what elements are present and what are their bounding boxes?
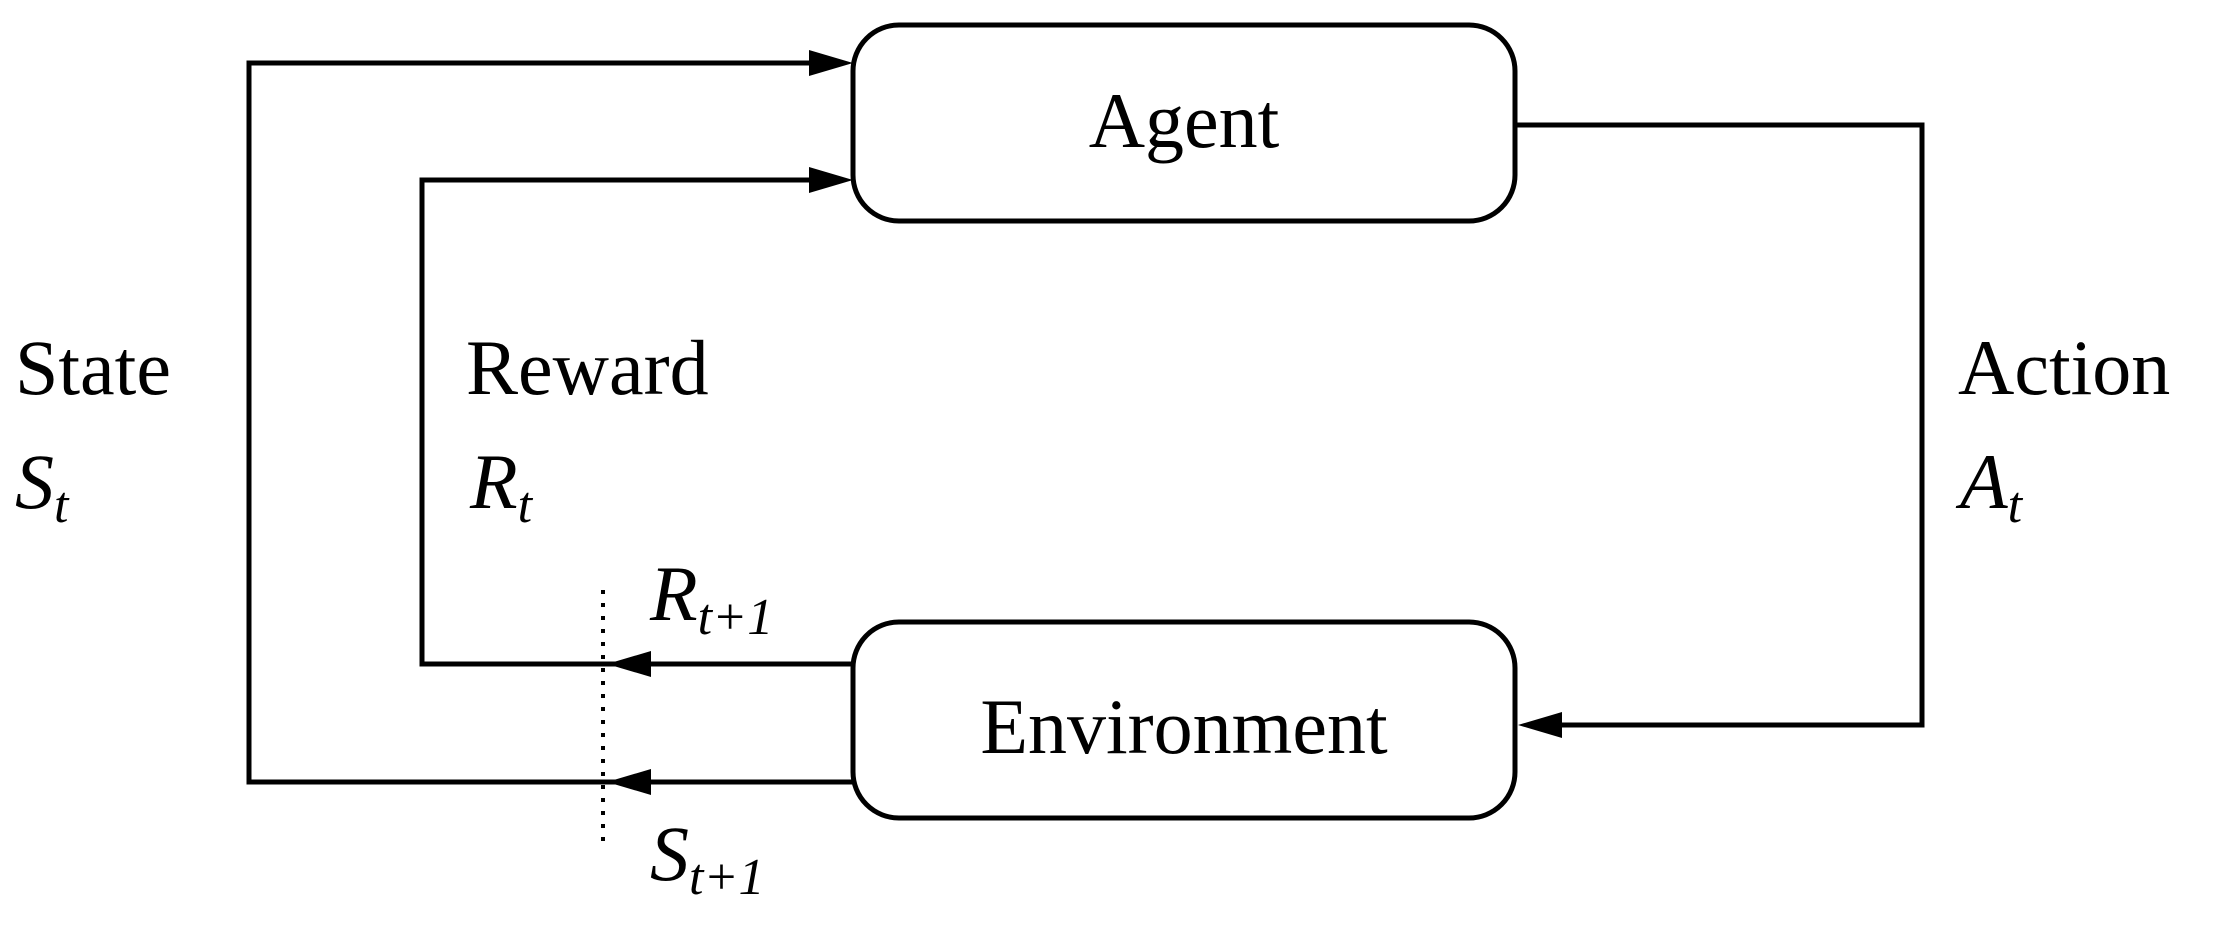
reward-label: Reward [466, 324, 709, 411]
state-symbol: St [15, 438, 70, 534]
action-arrow-line [1515, 122, 1925, 728]
state-label: State [15, 324, 171, 411]
action-symbol: At [1955, 438, 2024, 534]
reward-arrow-line [419, 177, 853, 667]
reward-arrowhead-agent [809, 167, 853, 193]
agent-label: Agent [1089, 77, 1280, 164]
reward-symbol: Rt [469, 438, 534, 534]
next-reward-symbol: Rt+1 [649, 550, 773, 646]
action-label: Action [1958, 324, 2170, 411]
state-arrowhead-env [607, 769, 651, 795]
next-state-symbol: St+1 [650, 810, 765, 906]
action-arrowhead [1518, 712, 1562, 738]
environment-label: Environment [980, 683, 1388, 770]
reward-arrowhead-env [607, 651, 651, 677]
state-arrowhead-agent [809, 50, 853, 76]
state-arrow-line [246, 60, 853, 785]
environment-box [850, 619, 1518, 821]
